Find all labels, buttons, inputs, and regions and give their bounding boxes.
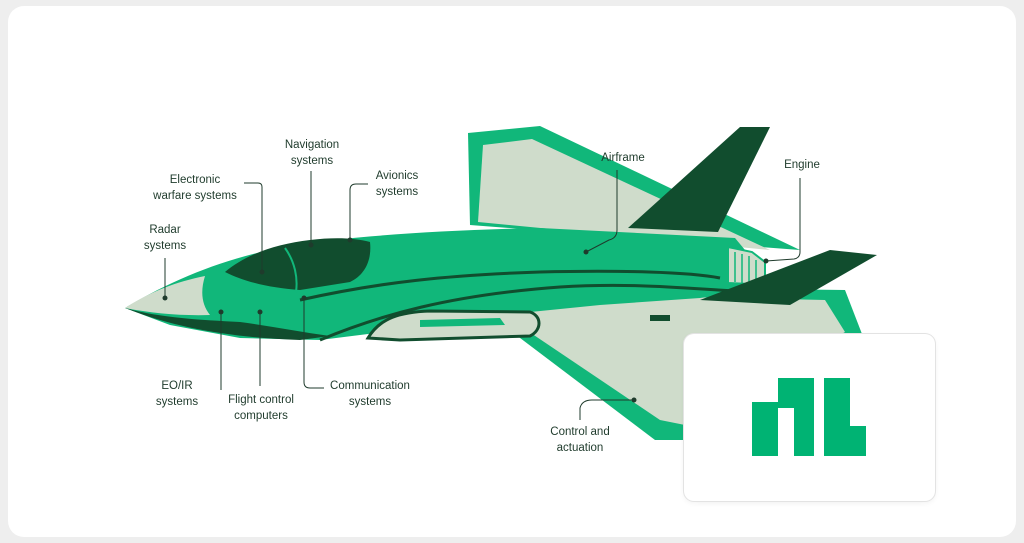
nose-cone (125, 276, 210, 316)
fuselage-stripe-lower (319, 283, 756, 342)
callout-ew (244, 182, 263, 272)
callout-airframe (585, 170, 618, 253)
label-engine: Engine (784, 159, 820, 171)
nose-underside (125, 308, 330, 340)
callout-comm (303, 298, 324, 389)
ni-logo (752, 378, 866, 456)
label-electronic-warfare-systems: Electronic warfare systems (153, 174, 237, 202)
label-navigation-systems: Navigation systems (284, 139, 340, 167)
label-communication-systems: Communication systems (330, 380, 410, 408)
label-flight-control-computers: Flight control computers (228, 394, 294, 422)
callout-avionics (349, 183, 368, 240)
canopy (225, 238, 371, 290)
rear-stabilizer (700, 250, 877, 305)
callout-dots (162, 237, 769, 403)
label-airframe: Airframe (601, 152, 645, 164)
engine-nozzle-lines (734, 252, 757, 283)
canopy-frame (284, 247, 298, 293)
callout-lines (164, 170, 801, 420)
wing-vent (650, 315, 670, 321)
label-radar-systems: Radar systems (143, 224, 187, 252)
callout-engine (765, 178, 801, 262)
label-avionics-systems: Avionics systems (375, 170, 419, 198)
logo-card (684, 334, 935, 501)
label-eo-ir-systems: EO/IR systems (155, 380, 199, 408)
vertical-tail (628, 127, 770, 232)
callout-control (579, 399, 634, 420)
fuselage-stripe-upper (299, 269, 721, 302)
lower-wing-inner (470, 292, 845, 425)
intake-pod-accent (420, 318, 505, 327)
label-control-and-actuation: Control and actuation (550, 426, 610, 454)
